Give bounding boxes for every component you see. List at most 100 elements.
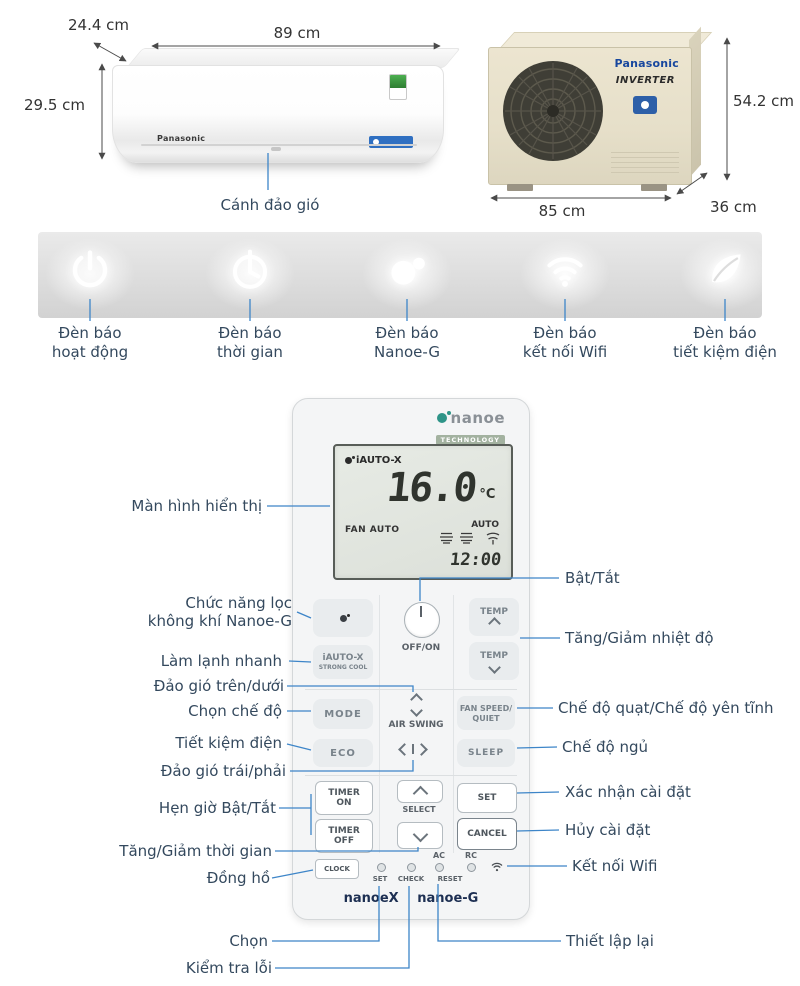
display-auto-swing: AUTO: [471, 520, 499, 530]
cancel-label: CANCEL: [467, 829, 507, 839]
outdoor-foot: [641, 184, 667, 191]
timer-icon: [232, 249, 268, 289]
indoor-depth-dimension: 24.4 cm: [68, 16, 130, 34]
bar-icon: [412, 744, 414, 754]
air-swing-leftright-button[interactable]: [398, 742, 428, 756]
select-down-button[interactable]: [397, 822, 443, 849]
swing-flap: [141, 144, 417, 146]
nanoe-g-button[interactable]: [313, 599, 373, 637]
outdoor-brand-logo: Panasonic: [614, 57, 679, 70]
mini-reset-label: RESET: [437, 875, 463, 883]
mode-button[interactable]: MODE: [313, 699, 373, 729]
swing-flap-label: Cánh đảo gió: [220, 196, 320, 214]
air-swing-label: AIR SWING: [388, 720, 444, 730]
timer-on-button[interactable]: TIMER ON: [315, 781, 373, 815]
indoor-height-dimension: 29.5 cm: [24, 96, 86, 114]
wifi-badge-sticker: [633, 96, 657, 114]
callout-sleep: Chế độ ngủ: [562, 738, 648, 756]
outdoor-foot: [507, 184, 533, 191]
indoor-brand-logo: Panasonic: [157, 134, 206, 143]
nanoe-g-logo: nanoe-G: [417, 891, 479, 906]
outdoor-unit-front-face: Panasonic INVERTER: [488, 47, 692, 191]
power-icon: [72, 250, 108, 288]
strong-cool-label: STRONG COOL: [318, 664, 368, 671]
clock-label: CLOCK: [324, 865, 350, 873]
quiet-label: QUIET: [472, 713, 500, 723]
select-up-button[interactable]: [397, 780, 443, 803]
callout-display: Màn hình hiển thị: [131, 497, 262, 515]
louver-icon: [440, 532, 453, 544]
temp-up-button[interactable]: TEMP: [469, 598, 519, 636]
mini-ac-reset-button[interactable]: [435, 863, 444, 872]
display-mode-text: iAUTO-X: [356, 455, 402, 466]
divider: [379, 595, 380, 853]
nanoex-logo: nanoeX: [343, 891, 399, 906]
cancel-button[interactable]: CANCEL: [457, 818, 517, 850]
callout-reset: Thiết lập lại: [566, 932, 654, 950]
mini-check-label: CHECK: [397, 875, 425, 883]
mode-label: MODE: [324, 708, 362, 720]
leaf-icon: [712, 254, 741, 283]
indoor-unit-front-face: Panasonic: [112, 65, 444, 163]
outdoor-depth-dimension: 36 cm: [710, 198, 757, 216]
select-label: SELECT: [402, 805, 436, 814]
fan-speed-quiet-button[interactable]: FAN SPEED/ QUIET: [457, 696, 515, 730]
fan-grille-icon: [503, 61, 603, 161]
wifi-feature-sticker: [369, 136, 413, 148]
off-on-label: OFF/ON: [401, 643, 441, 653]
iautox-strong-cool-button[interactable]: iAUTO-X STRONG COOL: [313, 645, 373, 679]
technology-badge: TECHNOLOGY: [435, 435, 505, 445]
callout-clock: Đồng hồ: [206, 869, 270, 887]
inverter-label: INVERTER: [615, 75, 675, 86]
callout-strong-cool: Làm lạnh nhanh: [160, 652, 282, 670]
remote-control: nanoe TECHNOLOGY iAUTO-X 16.0 °C FAN AUT…: [292, 398, 530, 920]
set-button[interactable]: SET: [457, 783, 517, 813]
display-fan-mode: FAN AUTO: [345, 525, 400, 535]
mini-set-button[interactable]: [377, 863, 386, 872]
energy-label-sticker: [389, 74, 407, 100]
callout-cancel: Hủy cài đặt: [565, 821, 651, 839]
ac-label: AC: [432, 851, 446, 860]
chevron-up-icon: [487, 616, 501, 630]
remote-display: iAUTO-X 16.0 °C FAN AUTO AUTO 12: [333, 444, 513, 580]
timer-off-button[interactable]: TIMER OFF: [315, 819, 373, 853]
sleep-button[interactable]: SLEEP: [457, 739, 515, 767]
air-swing-updown-button[interactable]: [404, 693, 428, 717]
indicator-label-timer: Đèn báo thời gian: [217, 324, 283, 361]
callout-mode: Chọn chế độ: [188, 702, 282, 720]
indicator-label-eco: Đèn báo tiết kiệm điện: [673, 324, 777, 361]
mini-set-label: SET: [372, 875, 388, 883]
indicator-label-power: Đèn báo hoạt động: [51, 324, 129, 361]
clock-button[interactable]: CLOCK: [315, 859, 359, 879]
chevron-up-icon: [412, 785, 428, 801]
nanoe-icon: [391, 257, 425, 285]
nanoe-logo: nanoe TECHNOLOGY: [435, 409, 505, 446]
chevron-left-icon: [398, 742, 411, 756]
eco-label: ECO: [330, 747, 356, 759]
mini-check-button[interactable]: [407, 863, 416, 872]
chevron-down-icon: [487, 660, 501, 674]
indoor-unit-image: Panasonic: [112, 48, 461, 170]
remote-footer-branding: nanoeX nanoe-G: [293, 891, 529, 906]
temp-down-button[interactable]: TEMP: [469, 642, 519, 680]
timer-label: TIMER: [328, 788, 360, 798]
off-on-button[interactable]: [404, 602, 440, 638]
chevron-down-icon: [409, 704, 423, 717]
divider: [305, 689, 517, 690]
mini-rc-reset-button[interactable]: [467, 863, 476, 872]
callout-wifi: Kết nối Wifi: [572, 857, 658, 875]
callout-temp: Tăng/Giảm nhiệt độ: [565, 629, 714, 647]
chevron-right-icon: [415, 742, 428, 756]
display-clock: 12:00: [448, 550, 503, 570]
callout-time-adjust: Tăng/Giảm thời gian: [119, 842, 272, 860]
wifi-mini-icon[interactable]: [490, 860, 504, 873]
indicator-label-wifi: Đèn báo kết nối Wifi: [522, 324, 608, 361]
off-label: OFF: [334, 836, 354, 846]
sleep-label: SLEEP: [467, 748, 505, 758]
indicator-label-nanoe: Đèn báo Nanoe-G: [374, 324, 440, 361]
eco-button[interactable]: ECO: [313, 739, 373, 767]
outdoor-vent-slats: [611, 148, 679, 176]
outdoor-width-dimension: 85 cm: [538, 202, 586, 220]
nanoe-g-button-icon: [339, 613, 350, 622]
temp-up-label: TEMP: [480, 606, 508, 617]
